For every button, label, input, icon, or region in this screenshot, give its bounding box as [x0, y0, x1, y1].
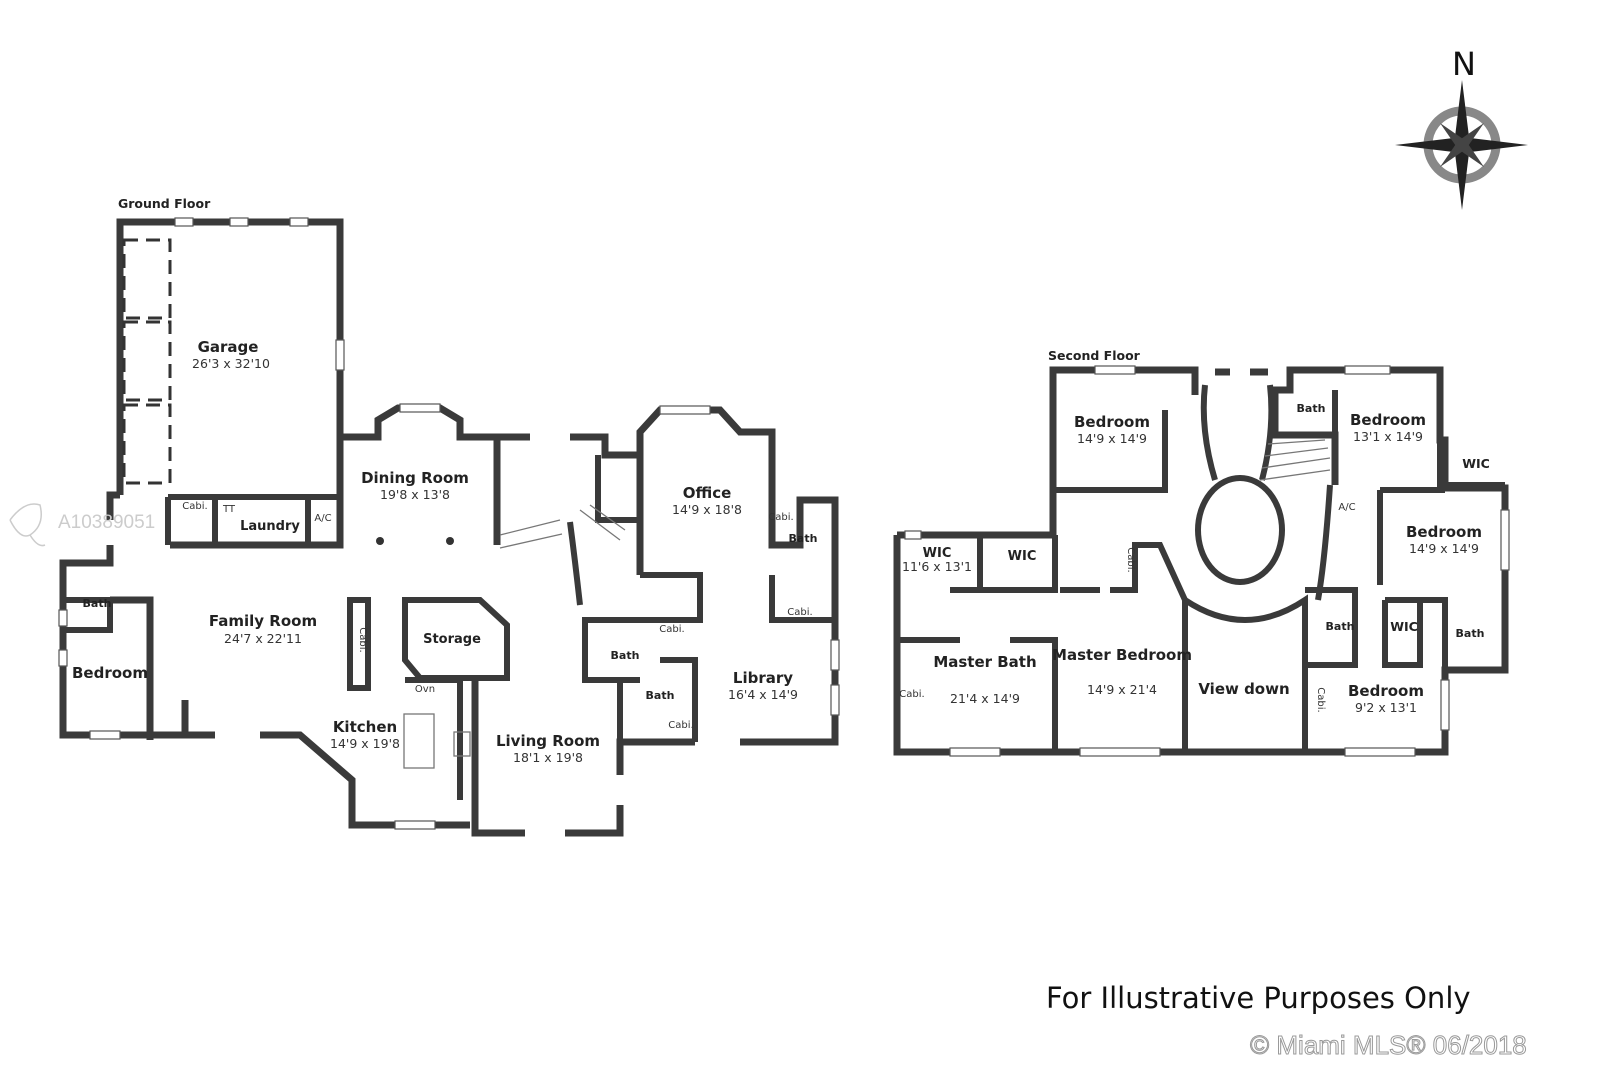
room-dims-master-bedroom: 14'9 x 21'4	[1087, 682, 1157, 697]
room-dims-bedroom-2c: 14'9 x 14'9	[1409, 541, 1479, 556]
room-name-bath-4: Bath	[646, 689, 675, 702]
listing-id-watermark: A10389051	[58, 512, 155, 533]
fixture-oven: Ovn	[415, 684, 435, 695]
room-name-bath-2c: Bath	[1456, 627, 1485, 640]
fixture-cabi: Cabi.	[659, 624, 684, 635]
room-name-bedroom-ground: Bedroom	[72, 664, 148, 682]
room-name-wic-2: WIC	[1008, 549, 1037, 564]
room-dims-garage: 26'3 x 32'10	[192, 356, 270, 371]
room-name-dining: Dining Room	[361, 469, 469, 487]
room-name-wic-3: WIC	[1462, 456, 1490, 471]
fixture-cabi: Cabi.	[182, 501, 207, 512]
kitchen-island	[403, 713, 471, 769]
room-name-garage: Garage	[198, 338, 259, 356]
room-name-office: Office	[683, 484, 732, 502]
fixture-cabi: Cabi.	[899, 689, 924, 700]
fixture-cabi: Cabi.	[357, 627, 368, 652]
room-name-bedroom-2a: Bedroom	[1074, 413, 1150, 431]
compass-north-label: N	[1452, 45, 1476, 83]
room-dims-kitchen: 14'9 x 19'8	[330, 736, 400, 751]
room-dims-bedroom-2d: 9'2 x 13'1	[1355, 700, 1417, 715]
room-name-bath-3: Bath	[611, 649, 640, 662]
room-dims-family: 24'7 x 22'11	[224, 631, 302, 646]
staircase-ground	[499, 504, 626, 606]
fixture-cabi: Cabi.	[1125, 547, 1136, 572]
fixture-cabi: Cabi.	[768, 512, 793, 523]
room-name-master-bath: Master Bath	[933, 653, 1036, 671]
compass-rose-icon: N	[1395, 45, 1528, 210]
room-name-storage: Storage	[423, 632, 481, 647]
fixture-tt: TT	[222, 504, 236, 515]
garage-parking-spaces	[122, 238, 172, 485]
room-dims-library: 16'4 x 14'9	[728, 687, 798, 702]
room-name-bath-2a: Bath	[1297, 402, 1326, 415]
second-floor-label: Second Floor	[1048, 348, 1141, 363]
room-name-bedroom-2c: Bedroom	[1406, 523, 1482, 541]
room-name-bedroom-2d: Bedroom	[1348, 682, 1424, 700]
ground-windows	[58, 217, 840, 830]
room-dims-master-bath: 21'4 x 14'9	[950, 691, 1020, 706]
room-name-bath-2b: Bath	[1326, 620, 1355, 633]
room-name-laundry: Laundry	[240, 519, 300, 534]
room-name-family: Family Room	[209, 612, 317, 630]
room-dims-dining: 19'8 x 13'8	[380, 487, 450, 502]
staircase-second	[1259, 439, 1331, 481]
ground-floor-walls	[59, 218, 839, 837]
room-name-library: Library	[733, 669, 793, 687]
fixture-cabi: Cabi.	[787, 607, 812, 618]
copyright-watermark: © Miami MLS® 06/2018	[1250, 1030, 1527, 1060]
room-name-master-bedroom: Master Bedroom	[1052, 646, 1192, 664]
second-windows	[904, 365, 1510, 757]
fixture-cabi: Cabi.	[668, 720, 693, 731]
room-name-living: Living Room	[496, 732, 600, 750]
room-dims-office: 14'9 x 18'8	[672, 502, 742, 517]
mls-logo-watermark	[9, 503, 46, 547]
fixture-ac: A/C	[314, 513, 331, 524]
room-name-bedroom-2b: Bedroom	[1350, 411, 1426, 429]
room-dims-wic-1: 11'6 x 13'1	[902, 559, 972, 574]
disclaimer-text: For Illustrative Purposes Only	[1046, 981, 1471, 1015]
room-name-bath-2: Bath	[789, 532, 818, 545]
ground-floor-label: Ground Floor	[118, 196, 211, 211]
room-name-kitchen: Kitchen	[333, 718, 397, 736]
fixture-cabi: Cabi.	[1315, 687, 1326, 712]
room-name-bath-1: Bath	[83, 597, 112, 610]
room-name-wic-4: WIC	[1390, 619, 1418, 634]
room-name-view-down: View down	[1198, 680, 1289, 698]
room-name-wic-1: WIC	[923, 546, 952, 561]
fixture-ac: A/C	[1338, 502, 1355, 513]
room-dims-living: 18'1 x 19'8	[513, 750, 583, 765]
room-dims-bedroom-2a: 14'9 x 14'9	[1077, 431, 1147, 446]
room-dims-bedroom-2b: 13'1 x 14'9	[1353, 429, 1423, 444]
